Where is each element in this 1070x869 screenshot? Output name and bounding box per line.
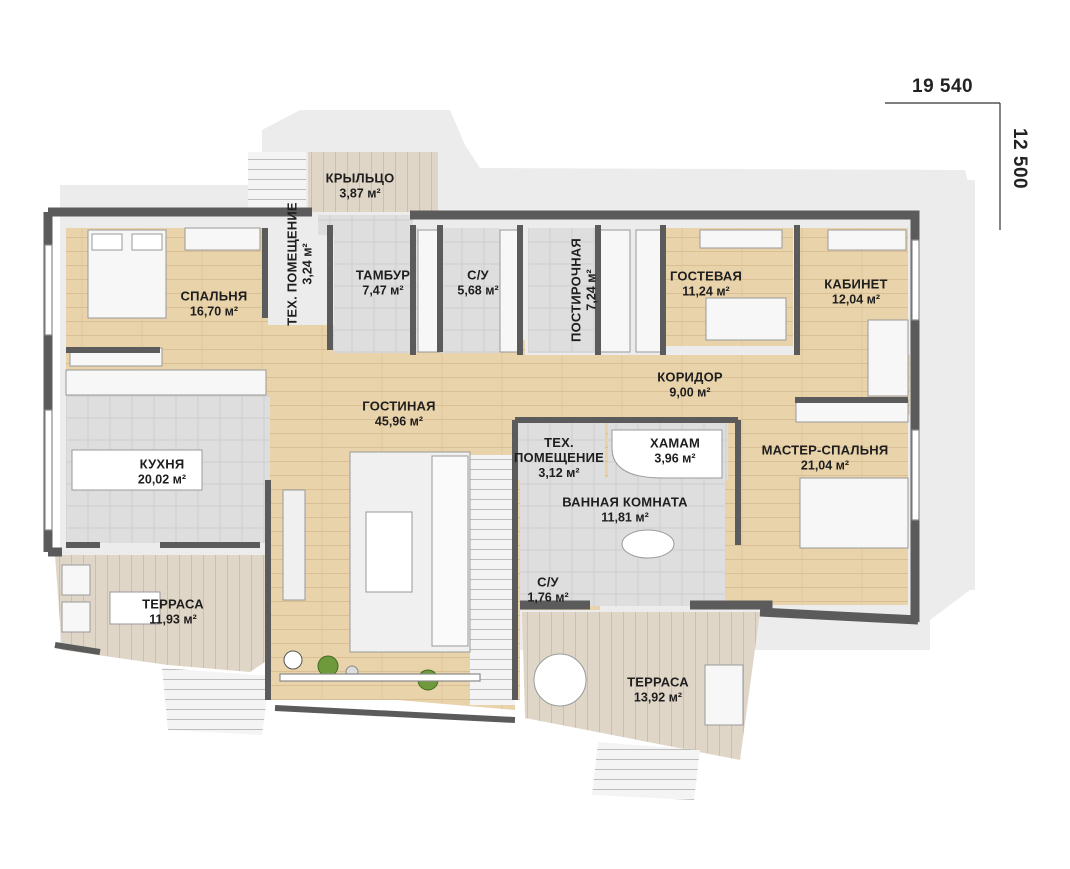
room-name: С/У	[467, 267, 489, 283]
room-area: 45,96 м²	[374, 414, 424, 429]
room-area: 13,92 м²	[633, 690, 683, 705]
room-name: ГОСТИНАЯ	[362, 398, 436, 414]
room-name: КРЫЛЬЦО	[325, 170, 395, 186]
room-area: 11,81 м²	[601, 510, 649, 525]
room-label-kitchen: КУХНЯ 20,02 м²	[137, 456, 187, 487]
room-label-terrace-1: ТЕРРАСА 11,93 м²	[142, 596, 204, 627]
room-label-terrace-2: ТЕРРАСА 13,92 м²	[627, 674, 689, 705]
room-area: 21,04 м²	[800, 458, 850, 473]
room-area: 3,24 м²	[300, 243, 315, 285]
room-label-bathroom: ВАННАЯ КОМНАТА 11,81 м²	[562, 494, 688, 525]
room-label-master-bedroom: МАСТЕР-СПАЛЬНЯ 21,04 м²	[761, 442, 889, 473]
room-area: 9,00 м²	[669, 385, 711, 400]
room-area: 11,24 м²	[682, 284, 730, 299]
room-label-corridor: КОРИДОР 9,00 м²	[657, 369, 723, 400]
room-name: ТАМБУР	[355, 267, 411, 283]
room-area: 12,04 м²	[831, 292, 881, 307]
furniture	[61, 227, 909, 726]
room-name: ПОМЕЩЕНИЕ	[513, 449, 605, 465]
room-label-vestibule: ТАМБУР 7,47 м²	[355, 267, 411, 298]
room-name: ПОСТИРОЧНАЯ	[568, 238, 584, 342]
room-name: СПАЛЬНЯ	[180, 288, 248, 304]
room-area: 3,12 м²	[538, 465, 580, 480]
room-label-laundry: ПОСТИРОЧНАЯ 7,24 м²	[568, 238, 599, 342]
room-area: 3,87 м²	[339, 186, 381, 201]
room-area: 11,93 м²	[149, 612, 197, 627]
dimension-line	[885, 102, 1001, 230]
room-name: ГОСТЕВАЯ	[669, 268, 743, 284]
room-label-tech-room-2: ТЕХ. ПОМЕЩЕНИЕ 3,12 м²	[513, 434, 605, 480]
room-area: 3,96 м²	[654, 451, 696, 466]
room-name: ТЕРРАСА	[627, 674, 689, 690]
room-label-hammam: ХАМАМ 3,96 м²	[649, 435, 701, 466]
room-name: ТЕХ. ПОМЕЩЕНИЕ	[284, 202, 300, 326]
room-name: МАСТЕР-СПАЛЬНЯ	[761, 442, 889, 458]
room-label-wc-1: С/У 5,68 м²	[457, 267, 499, 298]
room-name: ТЕРРАСА	[142, 596, 204, 612]
room-name: ХАМАМ	[649, 435, 701, 451]
windows	[44, 239, 920, 682]
room-label-tech-room-1: ТЕХ. ПОМЕЩЕНИЕ 3,24 м²	[284, 202, 315, 326]
room-name: ТЕХ.	[544, 434, 574, 450]
room-label-living-room: ГОСТИНАЯ 45,96 м²	[362, 398, 436, 429]
room-label-study: КАБИНЕТ 12,04 м²	[824, 276, 888, 307]
overall-width-dimension: 19 540	[912, 76, 974, 97]
room-area: 20,02 м²	[137, 472, 187, 487]
walls-inner	[54, 225, 908, 723]
room-area: 7,47 м²	[362, 283, 404, 298]
room-area: 1,76 м²	[527, 590, 569, 605]
room-label-porch: КРЫЛЬЦО 3,87 м²	[325, 170, 395, 201]
room-label-wc-2: С/У 1,76 м²	[527, 574, 569, 605]
room-area: 16,70 м²	[189, 304, 239, 319]
room-label-bedroom: СПАЛЬНЯ 16,70 м²	[180, 288, 248, 319]
room-area: 7,24 м²	[584, 269, 599, 311]
room-name: КУХНЯ	[139, 456, 185, 472]
room-name: ВАННАЯ КОМНАТА	[562, 494, 688, 510]
overall-height-dimension: 12 500	[1009, 128, 1030, 190]
room-label-guest-room: ГОСТЕВАЯ 11,24 м²	[669, 268, 743, 299]
room-name: С/У	[537, 574, 559, 590]
room-area: 5,68 м²	[457, 283, 499, 298]
floor-surfaces	[55, 152, 910, 800]
room-name: КАБИНЕТ	[824, 276, 888, 292]
room-name: КОРИДОР	[657, 369, 723, 385]
